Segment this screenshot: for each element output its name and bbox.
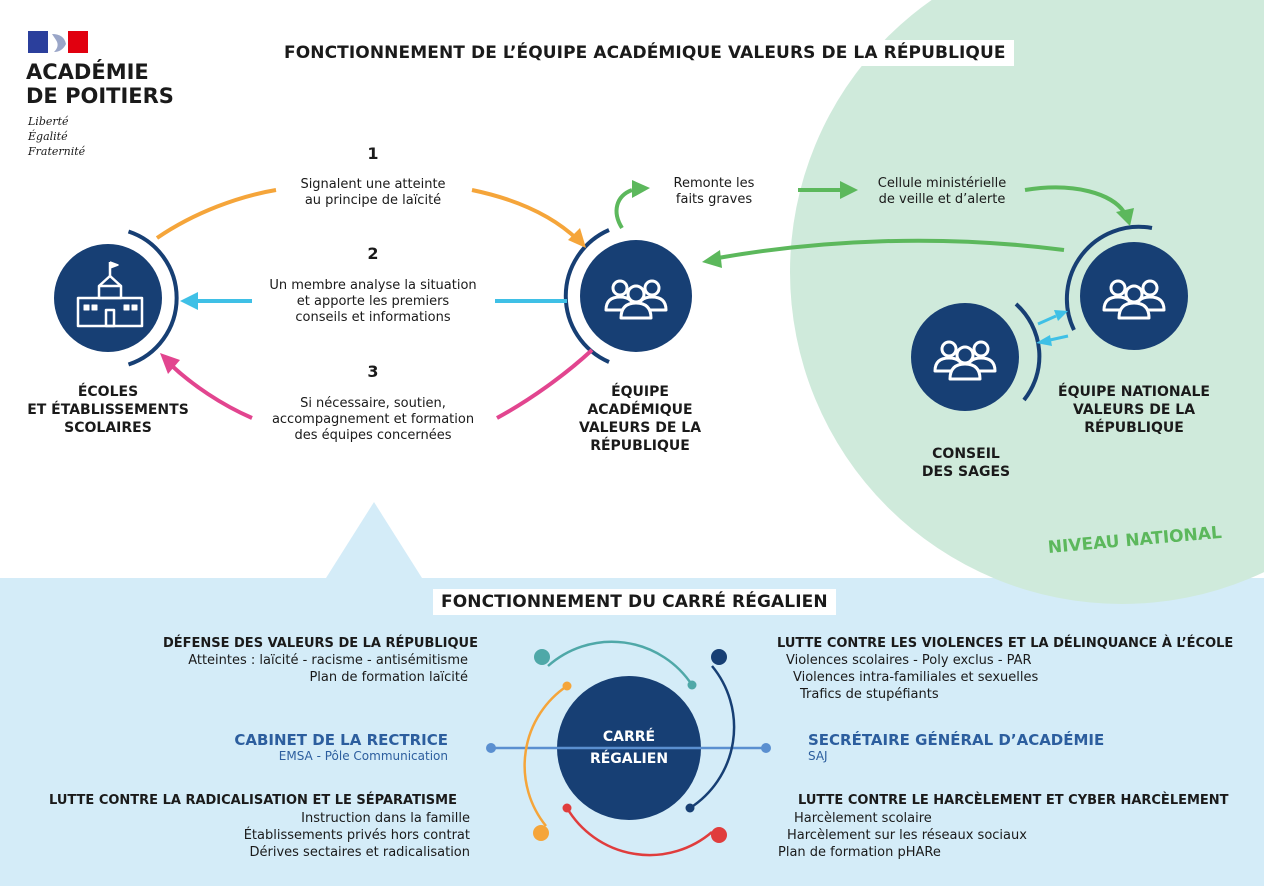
defense-lines: Atteintes : laïcité - racisme - antisémi… <box>188 653 468 685</box>
secretaire-sub: SAJ <box>808 749 828 763</box>
arc-orange <box>523 684 568 827</box>
conseil-caption: CONSEIL DES SAGES <box>921 446 1011 480</box>
step2-text: Un membre analyse la situation et apport… <box>269 278 477 325</box>
remonte-text: Remonte les faits graves <box>673 176 755 207</box>
arrow-remonte <box>614 188 633 230</box>
violences-block: LUTTE CONTRE LES VIOLENCES ET LA DÉLINQU… <box>777 636 1233 651</box>
arrowhead-orange <box>568 228 586 248</box>
defense-heading: DÉFENSE DES VALEURS DE LA RÉPUBLIQUE <box>162 636 478 651</box>
top-title: FONCTIONNEMENT DE L’ÉQUIPE ACADÉMIQUE VA… <box>276 40 1014 66</box>
step3-number: 3 <box>367 362 379 381</box>
radical-heading: LUTTE CONTRE LA RADICALISATION ET LE SÉP… <box>49 793 457 808</box>
violences-heading: LUTTE CONTRE LES VIOLENCES ET LA DÉLINQU… <box>777 636 1234 651</box>
arrow-step3-left <box>168 362 253 420</box>
secretaire-block: SECRÉTAIRE GÉNÉRAL D’ACADÉMIE SAJ <box>808 731 1104 763</box>
arrow-return-to-academique <box>717 238 1065 260</box>
step1-text: Signalent une atteinte au principe de la… <box>300 177 446 208</box>
school-icon <box>76 261 144 328</box>
cabinet-heading: CABINET DE LA RECTRICE <box>234 731 448 749</box>
equipe-nationale-bracket <box>1064 224 1153 331</box>
harcelement-heading: LUTTE CONTRE LE HARCÈLEMENT ET CYBER HAR… <box>798 793 1229 808</box>
harcelement-block: LUTTE CONTRE LE HARCÈLEMENT ET CYBER HAR… <box>798 793 1229 808</box>
national-level-zone <box>790 0 1264 604</box>
secretaire-heading: SECRÉTAIRE GÉNÉRAL D’ACADÉMIE <box>808 731 1105 749</box>
arc-red <box>565 807 713 857</box>
ecoles-caption: ÉCOLES ET ÉTABLISSEMENTS SCOLAIRES <box>27 384 189 436</box>
step1-number: 1 <box>367 144 379 163</box>
arrow-step1-left <box>155 188 277 240</box>
arrowhead-pink <box>160 353 180 374</box>
radical-block: LUTTE CONTRE LA RADICALISATION ET LE SÉP… <box>49 793 457 808</box>
bottom-title: FONCTIONNEMENT DU CARRÉ RÉGALIEN <box>433 589 836 615</box>
cellule-text: Cellule ministérielle de veille et d’ale… <box>877 176 1007 207</box>
marianne-flag-logo <box>28 31 88 53</box>
motto-fraternite: Fraternité <box>28 145 86 158</box>
arc-navy <box>689 665 736 810</box>
radical-lines: Instruction dans la famille Établissemen… <box>243 811 470 860</box>
arrow-exchange-2 <box>1049 334 1069 342</box>
motto-liberte: Liberté <box>28 115 69 128</box>
defense-block: DÉFENSE DES VALEURS DE LA RÉPUBLIQUE <box>163 636 478 651</box>
arrow-step1-right <box>471 188 580 242</box>
carre-center-label: CARRÉ RÉGALIEN <box>589 729 669 767</box>
equipe-nationale-caption: ÉQUIPE NATIONALE VALEURS DE LA RÉPUBLIQU… <box>1058 384 1210 436</box>
arrowhead-cyan <box>180 292 198 310</box>
logo-line2: DE POITIERS <box>26 84 174 108</box>
arc-teal <box>547 640 694 686</box>
logo-line1: ACADÉMIE <box>26 60 149 84</box>
ecoles-bracket <box>127 229 179 367</box>
logo-text: ACADÉMIE DE POITIERS <box>26 60 174 108</box>
equipe-academique-bracket <box>563 228 610 364</box>
step3-text: Si nécessaire, soutien, accompagnement e… <box>271 396 475 443</box>
arrow-to-nationale <box>1024 185 1126 214</box>
cabinet-sub: EMSA - Pôle Communication <box>278 749 448 763</box>
conseil-bracket <box>1014 302 1042 402</box>
arrow-exchange-1 <box>1037 314 1057 326</box>
pointer-triangle <box>326 502 422 578</box>
equipe-academique-caption: ÉQUIPE ACADÉMIQUE VALEURS DE LA RÉPUBLIQ… <box>578 384 702 454</box>
arrow-step3-right <box>496 348 594 420</box>
harcelement-lines: Harcèlement scolaire Harcèlement sur les… <box>778 811 1027 860</box>
violences-lines: Violences scolaires - Poly exclus - PAR … <box>786 653 1039 702</box>
motto-egalite: Égalité <box>28 130 68 143</box>
cabinet-block: CABINET DE LA RECTRICE EMSA - Pôle Commu… <box>234 731 448 763</box>
step2-number: 2 <box>367 244 379 263</box>
logo-motto: Liberté Égalité Fraternité <box>28 114 85 159</box>
